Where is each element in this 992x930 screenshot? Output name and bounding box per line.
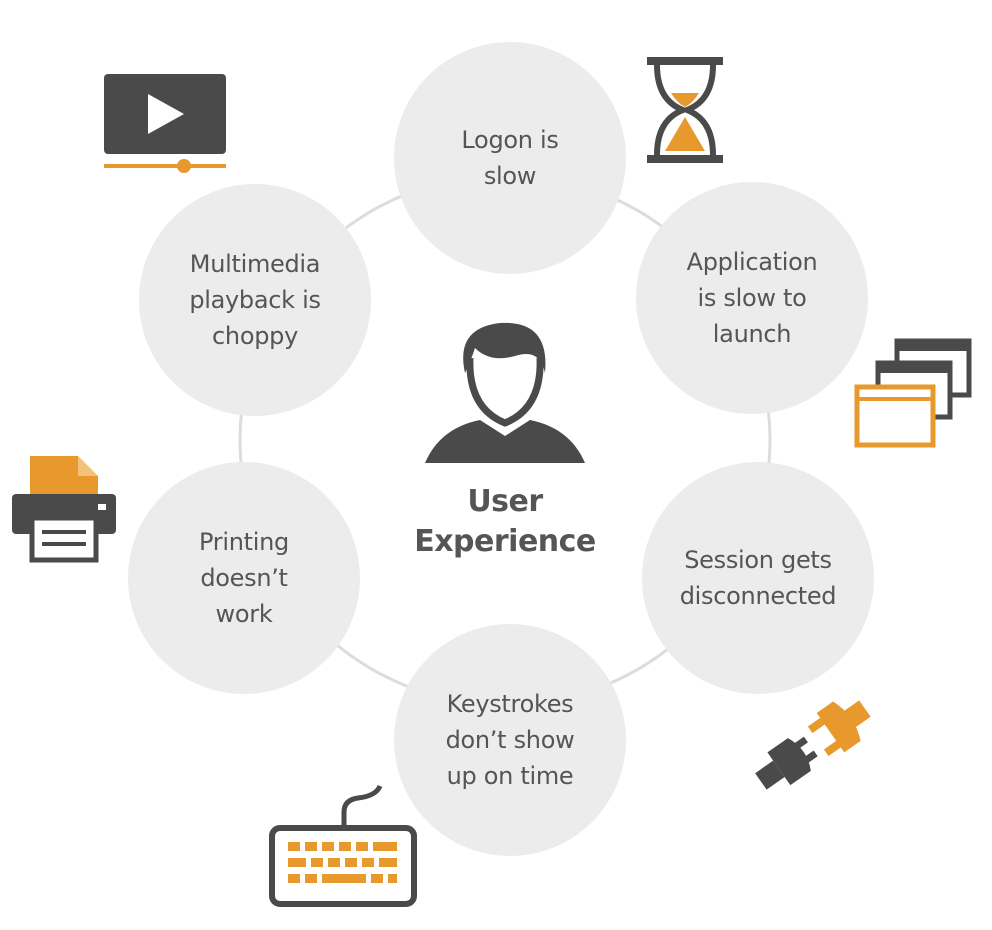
issue-logon: Logon is slow — [394, 42, 626, 274]
issue-multimedia: Multimedia playback is choppy — [139, 184, 371, 416]
app-windows-icon — [854, 338, 972, 448]
issue-label: Logon is slow — [461, 126, 559, 190]
issue-label: Multimedia playback is choppy — [189, 250, 321, 350]
issue-session: Session gets disconnected — [642, 462, 874, 694]
issue-application: Application is slow to launch — [636, 182, 868, 414]
issue-label: Application is slow to launch — [686, 248, 818, 348]
issue-label: Session gets disconnected — [679, 546, 837, 610]
issue-label: Printing doesn’t work — [199, 528, 289, 628]
unplugged-icon — [755, 700, 871, 790]
printer-icon — [12, 456, 116, 563]
keyboard-icon — [269, 784, 417, 907]
hourglass-icon — [647, 57, 723, 163]
user-icon — [425, 322, 585, 463]
center-label: User Experience — [380, 482, 630, 562]
center-label-line1: User — [467, 484, 543, 519]
video-player-icon — [104, 74, 226, 173]
issue-keystrokes: Keystrokes don’t show up on time — [394, 624, 626, 856]
issue-label: Keystrokes don’t show up on time — [445, 690, 575, 790]
issue-printing: Printing doesn’t work — [128, 462, 360, 694]
center-label-line2: Experience — [414, 524, 596, 559]
